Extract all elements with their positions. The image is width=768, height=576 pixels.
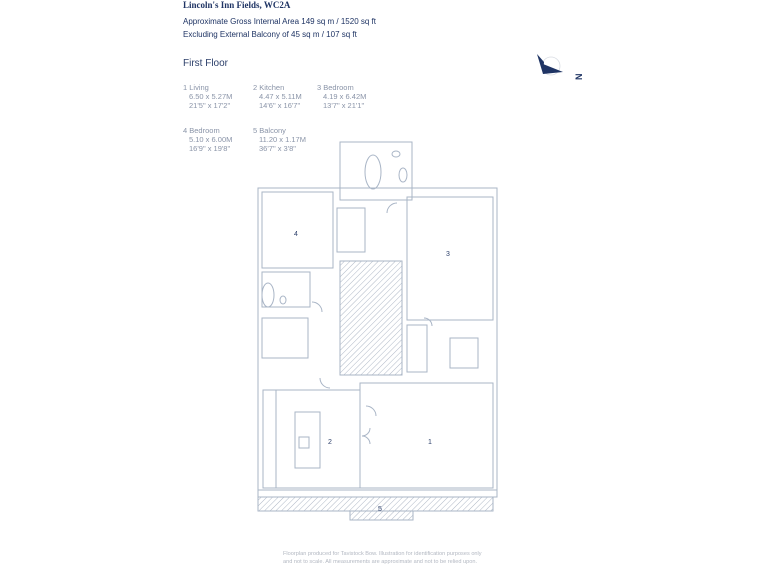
bedroom-4-outline bbox=[261, 191, 334, 269]
room-label-5: 5 bbox=[378, 506, 382, 513]
wardrobe bbox=[406, 324, 428, 373]
room-metric: 11.20 x 1.17M bbox=[259, 135, 306, 144]
floor-title: First Floor bbox=[183, 58, 228, 69]
room-label-1: 1 bbox=[428, 439, 432, 446]
basin-icon bbox=[398, 167, 408, 183]
room-label-2: 2 bbox=[328, 439, 332, 446]
room-spec-bedroom-3: 3 Bedroom 4.19 x 6.42M 13'7" x 21'1" bbox=[317, 83, 366, 110]
ensuite-outline bbox=[261, 317, 309, 359]
room-name: 1 Living bbox=[183, 83, 209, 92]
room-imperial: 13'7" x 21'1" bbox=[323, 101, 365, 110]
room-label-4: 4 bbox=[294, 231, 298, 238]
void-hatched bbox=[339, 260, 403, 376]
kitchen-island bbox=[294, 411, 321, 469]
gross-area: Approximate Gross Internal Area 149 sq m… bbox=[183, 17, 376, 26]
wardrobe bbox=[336, 207, 366, 253]
room-name: 4 Bedroom bbox=[183, 126, 220, 135]
room-metric: 6.50 x 5.27M bbox=[189, 92, 233, 101]
toilet-icon bbox=[279, 295, 287, 305]
bath-icon bbox=[261, 282, 275, 308]
north-arrow-icon: N bbox=[537, 54, 584, 80]
toilet-icon bbox=[391, 150, 401, 158]
kitchen-counter bbox=[262, 389, 277, 489]
room-imperial: 16'9" x 19'8" bbox=[189, 144, 231, 153]
room-spec-bedroom-4: 4 Bedroom 5.10 x 6.00M 16'9" x 19'8" bbox=[183, 126, 232, 153]
room-metric: 4.47 x 5.11M bbox=[259, 92, 302, 101]
bedroom-3-outline bbox=[406, 196, 494, 321]
bathroom-outline bbox=[261, 271, 311, 308]
room-spec-kitchen: 2 Kitchen 4.47 x 5.11M 14'6" x 16'7" bbox=[253, 83, 302, 110]
balcony-hatched bbox=[257, 496, 494, 512]
excluding-balcony: Excluding External Balcony of 45 sq m / … bbox=[183, 30, 357, 39]
property-title: Lincoln's Inn Fields, WC2A bbox=[183, 0, 291, 10]
north-label: N bbox=[574, 74, 584, 81]
footnote: Floorplan produced for Tavistock Bow. Il… bbox=[283, 551, 482, 565]
room-spec-balcony: 5 Balcony 11.20 x 1.17M 36'7" x 3'8" bbox=[253, 126, 306, 153]
room-label-3: 3 bbox=[446, 251, 450, 258]
room-name: 3 Bedroom bbox=[317, 83, 354, 92]
room-metric: 4.19 x 6.42M bbox=[323, 92, 367, 101]
kitchen-outline bbox=[262, 389, 361, 489]
bathroom-annex bbox=[339, 141, 413, 201]
room-imperial: 21'5" x 17'2" bbox=[189, 101, 231, 110]
door-swing bbox=[311, 202, 433, 445]
bath-icon bbox=[364, 154, 382, 190]
room-name: 5 Balcony bbox=[253, 126, 286, 135]
wardrobe bbox=[449, 337, 479, 369]
balcony-bump bbox=[349, 510, 414, 521]
room-metric: 5.10 x 6.00M bbox=[189, 135, 233, 144]
room-name: 2 Kitchen bbox=[253, 83, 285, 92]
room-imperial: 14'6" x 16'7" bbox=[259, 101, 301, 110]
sink-icon bbox=[298, 436, 310, 449]
room-spec-living: 1 Living 6.50 x 5.27M 21'5" x 17'2" bbox=[183, 83, 232, 110]
room-imperial: 36'7" x 3'8" bbox=[259, 144, 296, 153]
living-outline bbox=[359, 382, 494, 489]
